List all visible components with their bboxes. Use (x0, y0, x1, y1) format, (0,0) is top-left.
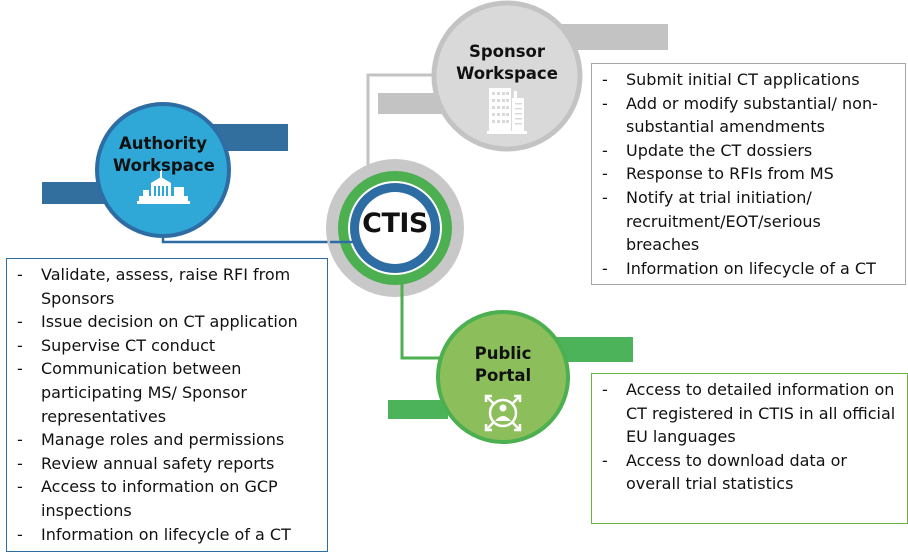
bullet: - (602, 70, 608, 89)
public-title-line2: Portal (474, 366, 532, 385)
bullet: - (17, 524, 23, 544)
public-title: Public Portal (458, 343, 548, 387)
sponsor-title-line2: Workspace (456, 64, 558, 83)
bullet: - (17, 453, 23, 473)
list-item: -Issue decision on CT application (13, 310, 321, 334)
public-bar-left (388, 400, 448, 419)
public-functions-list: -Access to detailed information on CT re… (598, 378, 901, 496)
bullet: - (602, 187, 608, 207)
bullet: - (602, 258, 608, 278)
public-bar-right (555, 337, 633, 362)
bullet: - (17, 477, 23, 497)
list-item: -Manage roles and permissions (13, 428, 321, 452)
bullet: - (17, 265, 23, 284)
list-item-text: Update the CT dossiers (626, 140, 813, 160)
list-item: -Supervise CT conduct (13, 334, 321, 358)
authority-functions-box: -Validate, assess, raise RFI from Sponso… (6, 258, 328, 552)
list-item-text: Review annual safety reports (41, 453, 275, 473)
list-item-text: Validate, assess, raise RFI from Sponsor… (41, 265, 291, 308)
list-item: -Notify at trial initiation/ recruitment… (598, 186, 899, 257)
bullet: - (602, 164, 608, 184)
bullet: - (602, 380, 608, 399)
list-item: -Access to information on GCP inspection… (13, 475, 321, 522)
list-item: -Communication between participating MS/… (13, 357, 321, 428)
public-connector-line (400, 297, 440, 360)
list-item-text: Information on lifecycle of a CT (41, 524, 291, 544)
list-item-text: Information on lifecycle of a CT (626, 258, 876, 278)
bullet: - (17, 430, 23, 450)
sponsor-bar-left (378, 93, 448, 114)
list-item: -Response to RFIs from MS (598, 162, 899, 186)
list-item: -Information on lifecycle of a CT (598, 257, 899, 281)
sponsor-functions-list: -Submit initial CT applications -Add or … (598, 68, 899, 280)
list-item-text: Add or modify substantial/ non-substanti… (626, 93, 878, 137)
authority-title-line2: Workspace (113, 156, 215, 175)
ctis-inner (359, 192, 431, 264)
bullet: - (602, 450, 608, 470)
sponsor-title: Sponsor Workspace (455, 41, 559, 85)
list-item-text: Access to detailed information on CT reg… (626, 380, 896, 447)
bullet: - (17, 312, 23, 332)
sponsor-workspace-node[interactable] (431, 0, 583, 152)
public-title-line1: Public (474, 344, 532, 363)
list-item: -Access to detailed information on CT re… (598, 378, 901, 449)
list-item-text: Issue decision on CT application (41, 312, 298, 332)
bullet: - (17, 359, 23, 379)
list-item-text: Access to information on GCP inspections (41, 477, 278, 520)
authority-functions-list: -Validate, assess, raise RFI from Sponso… (13, 263, 321, 546)
bullet: - (602, 140, 608, 160)
list-item: -Submit initial CT applications (598, 68, 899, 92)
list-item-text: Submit initial CT applications (626, 70, 860, 89)
sponsor-connector-line (366, 73, 433, 165)
list-item-text: Supervise CT conduct (41, 335, 216, 355)
list-item: -Validate, assess, raise RFI from Sponso… (13, 263, 321, 310)
office-building-icon (487, 88, 527, 134)
authority-workspace-node[interactable] (95, 102, 231, 238)
sponsor-functions-box: -Submit initial CT applications -Add or … (591, 63, 906, 285)
list-item: -Information on lifecycle of a CT (13, 523, 321, 547)
list-item: -Update the CT dossiers (598, 139, 899, 163)
authority-title: Authority Workspace (113, 133, 215, 177)
public-portal-node[interactable] (436, 310, 570, 444)
bullet: - (17, 335, 23, 355)
list-item-text: Manage roles and permissions (41, 430, 285, 450)
authority-connector-line (161, 236, 355, 244)
public-functions-box: -Access to detailed information on CT re… (591, 373, 908, 524)
bullet: - (602, 93, 608, 113)
list-item-text: Access to download data or overall trial… (626, 450, 847, 494)
sponsor-title-line1: Sponsor (468, 42, 546, 61)
list-item-text: Response to RFIs from MS (626, 164, 834, 184)
list-item: -Add or modify substantial/ non-substant… (598, 92, 899, 139)
list-item-text: Notify at trial initiation/ recruitment/… (626, 187, 821, 255)
public-user-expand-icon (484, 394, 522, 432)
government-building-icon (137, 170, 190, 204)
list-item-text: Communication between participating MS/ … (41, 359, 247, 426)
sponsor-bar-right (560, 24, 668, 50)
authority-title-line1: Authority (119, 134, 207, 153)
list-item: -Access to download data or overall tria… (598, 449, 901, 496)
ctis-hub[interactable] (326, 159, 464, 297)
ctis-label: CTIS (362, 208, 428, 239)
list-item: -Review annual safety reports (13, 452, 321, 476)
